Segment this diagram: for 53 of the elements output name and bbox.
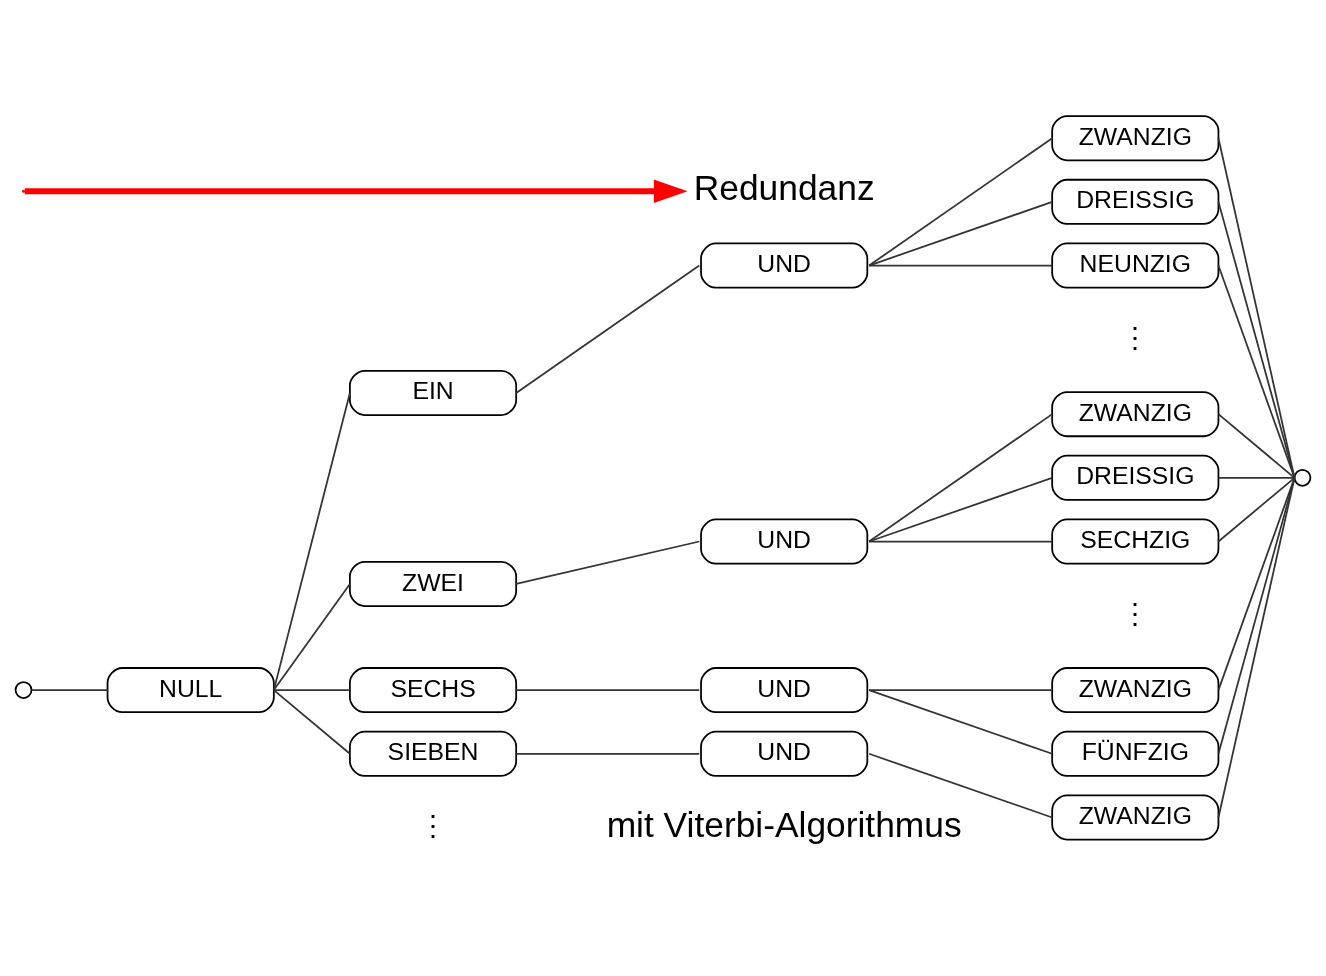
node-box: UND [700, 730, 869, 777]
node-text: Redundanz [693, 168, 875, 208]
node-box: NULL [106, 667, 275, 714]
connector [1217, 264, 1296, 479]
connector [272, 689, 351, 755]
connector [868, 476, 1054, 543]
connector [1217, 201, 1296, 479]
node-box: NEUNZIG [1051, 242, 1220, 289]
connector [272, 392, 351, 691]
connector [1217, 476, 1296, 755]
node-box: DREISSIG [1051, 178, 1220, 225]
node-circle [14, 681, 33, 699]
connector [30, 689, 109, 691]
node-box: SECHZIG [1051, 518, 1220, 565]
connector [515, 752, 701, 755]
node-box: UND [700, 667, 869, 714]
connector [868, 137, 1054, 267]
connector [1217, 137, 1296, 479]
node-box: SECHS [349, 667, 518, 714]
connector [868, 264, 1054, 267]
connector [868, 540, 1054, 543]
node-box: ZWANZIG [1051, 667, 1220, 714]
label: ⋮ [419, 808, 448, 841]
node-box: UND [700, 518, 869, 565]
connector [868, 752, 1054, 819]
connector [272, 583, 351, 691]
arrow [24, 179, 688, 204]
node-box: UND [700, 242, 869, 289]
node-box: ZWANZIG [1051, 794, 1220, 841]
connector [1217, 476, 1296, 819]
connector [515, 540, 701, 585]
connector [868, 689, 1054, 691]
node-circle [1293, 469, 1312, 487]
label: mit Viterbi-Algorithmus [606, 804, 962, 844]
connector [868, 413, 1054, 543]
connector [1217, 476, 1296, 543]
connector [1217, 476, 1296, 479]
label: ⋮ [1121, 320, 1150, 353]
node-box: FÜNFZIG [1051, 730, 1220, 777]
node-box: SIEBEN [349, 730, 518, 777]
node-box: ZWEI [349, 560, 518, 607]
connector [1217, 476, 1296, 691]
label: ⋮ [1121, 596, 1150, 629]
node-box: DREISSIG [1051, 454, 1220, 501]
connector [868, 689, 1054, 755]
node-box: EIN [349, 369, 518, 416]
connector [515, 689, 701, 691]
node-box: ZWANZIG [1051, 391, 1220, 438]
connector [1217, 413, 1296, 479]
node-box: ZWANZIG [1051, 115, 1220, 162]
connector [868, 201, 1054, 267]
connector [515, 264, 701, 394]
connector [272, 689, 351, 691]
